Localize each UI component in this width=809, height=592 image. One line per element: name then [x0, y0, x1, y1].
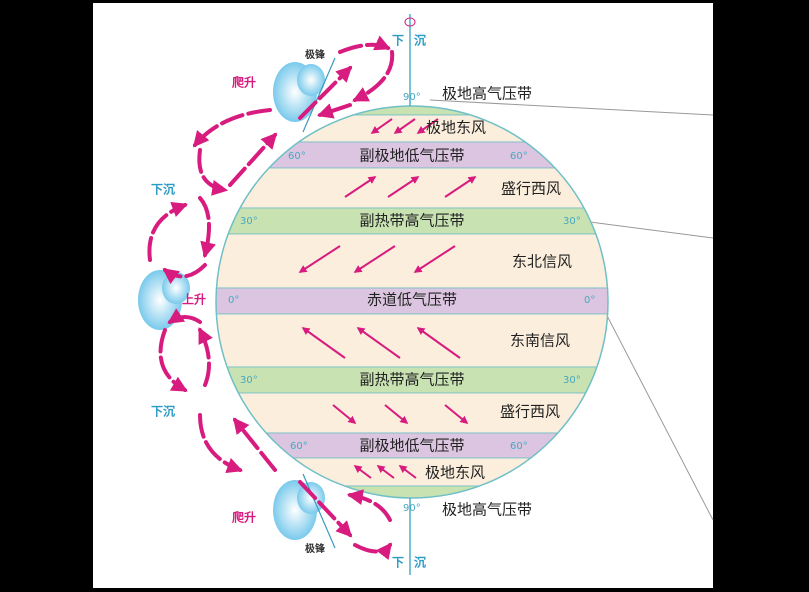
label-sink-bottom: 下沉	[392, 555, 436, 570]
polar-front-line	[302, 473, 336, 549]
band-cream	[216, 114, 608, 143]
polar-easterly-arrow	[376, 465, 395, 479]
polar-cell-rise	[298, 65, 353, 120]
label-sink-30s: 下沉	[151, 404, 175, 419]
polar-cell-rise-s	[298, 480, 353, 538]
westerly-arrow	[444, 404, 469, 425]
band-purple	[216, 287, 608, 315]
ferrel-cell-top-s	[198, 413, 243, 473]
lat-90s: 90°	[403, 503, 421, 514]
band-cream	[216, 457, 608, 487]
cloud-icon	[297, 64, 325, 96]
ne-trade-arrow	[413, 245, 456, 273]
ferrel-cell-down	[197, 148, 229, 196]
belt-polar-high-n: 极地高气压带	[442, 85, 532, 103]
belt-polar-high-s: 极地高气压带	[442, 501, 532, 519]
rotation-icon	[404, 17, 416, 27]
label-climb-s: 爬升	[231, 510, 256, 525]
lat-30n-left: 30°	[240, 216, 258, 227]
ferrel-cell-rise	[228, 132, 278, 187]
westerly-arrow	[384, 404, 409, 425]
ne-trade-arrow	[353, 245, 396, 273]
globe-outline	[215, 105, 609, 499]
ne-trade-arrow	[298, 245, 341, 273]
polar-cell-descent-s	[346, 489, 392, 522]
label-rise-equator: 上升	[182, 292, 206, 307]
ferrel-cell-top	[192, 108, 272, 148]
wind-polar-easterlies-n: 极地东风	[426, 119, 486, 137]
ferrel-cell-down-s	[233, 417, 277, 472]
hadley-cell-rise-s	[198, 327, 213, 387]
polar-front-line	[302, 57, 336, 133]
se-trade-arrow	[356, 327, 401, 359]
polar-easterly-arrow	[353, 465, 372, 479]
westerly-arrow	[344, 176, 377, 198]
belt-subpolar-low-n: 副极地低气压带	[359, 147, 464, 165]
se-trade-arrow	[416, 327, 461, 359]
hadley-cell-down-n	[198, 196, 216, 259]
circulation-cells	[138, 35, 395, 561]
hadley-cell-surface-s	[167, 308, 202, 324]
lat-30s-right: 30°	[563, 375, 581, 386]
polar-easterly-arrow	[393, 118, 416, 134]
hadley-cell-surface-n	[162, 263, 207, 285]
belt-subtropical-high-n: 副热带高气压带	[359, 212, 464, 230]
band-cream	[216, 313, 608, 368]
westerly-arrow	[332, 404, 357, 425]
hadley-cell-top-s	[158, 328, 188, 392]
lat-30n-right: 30°	[563, 216, 581, 227]
lat-30s-left: 30°	[240, 375, 258, 386]
wind-westerlies-s: 盛行西风	[500, 403, 560, 421]
westerly-arrow	[387, 176, 420, 198]
polar-easterly-arrow	[370, 118, 393, 134]
polar-cell-surface	[316, 103, 352, 119]
wind-polar-easterlies-s: 极地东风	[425, 464, 485, 482]
band-green	[216, 366, 608, 394]
wind-ne-trades: 东北信风	[512, 253, 572, 271]
polar-easterly-arrow	[398, 465, 417, 479]
label-polar-front-s: 极锋	[305, 542, 326, 555]
wind-se-trades: 东南信风	[510, 332, 570, 350]
polar-cell-top-s	[353, 542, 392, 561]
label-sink-top: 下沉	[392, 33, 436, 48]
belt-equatorial-low: 赤道低气压带	[367, 291, 457, 309]
lat-60s-right: 60°	[510, 441, 528, 452]
wind-arrows	[298, 118, 477, 479]
lat-60n-right: 60°	[510, 151, 528, 162]
polar-easterly-arrow	[416, 118, 439, 134]
belt-subtropical-high-s: 副热带高气压带	[359, 371, 464, 389]
wind-westerlies-n: 盛行西风	[501, 180, 561, 198]
se-trade-arrow	[301, 327, 346, 359]
polar-cell-top	[338, 35, 391, 54]
leader-lines	[429, 99, 714, 521]
polar-cell-descent	[352, 50, 395, 102]
belt-subpolar-low-s: 副极地低气压带	[359, 437, 464, 455]
westerly-arrow	[444, 176, 477, 198]
band-cream	[216, 233, 608, 289]
label-sink-30n: 下沉	[151, 182, 175, 197]
band-cream	[216, 392, 608, 434]
cloud-icon	[297, 482, 325, 514]
lat-90n: 90°	[403, 92, 421, 103]
label-climb-n: 爬升	[231, 75, 256, 90]
lat-60s-left: 60°	[290, 441, 308, 452]
lat-0-right: 0°	[584, 295, 595, 306]
lat-60n-left: 60°	[288, 151, 306, 162]
label-polar-front-n: 极锋	[305, 48, 326, 61]
hadley-cell-top-n	[147, 202, 188, 262]
lat-0-left: 0°	[228, 295, 239, 306]
